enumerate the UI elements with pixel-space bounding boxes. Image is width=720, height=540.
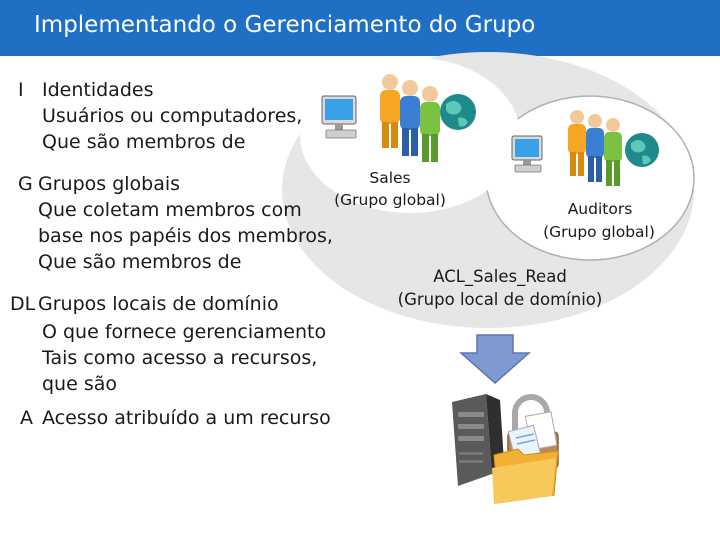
title-bar: Implementando o Gerenciamento do Grupo: [0, 0, 720, 56]
list-letter: I: [18, 79, 24, 101]
list-heading: Grupos locais de domínio: [38, 293, 279, 315]
down-arrow-icon: [459, 334, 531, 385]
auditors-group-name: Auditors: [567, 200, 633, 218]
acl-group-type: (Grupo local de domínio): [397, 290, 603, 309]
list-line: Que são membros de: [42, 131, 246, 153]
folder-icon: [492, 411, 559, 504]
list-line: Que são membros de: [38, 251, 242, 273]
list-heading: Identidades: [42, 79, 154, 101]
person-icon: [400, 80, 420, 156]
list-line: Que coletam membros com: [38, 199, 302, 221]
list-letter: DL: [10, 293, 36, 315]
list-line: que são: [42, 373, 117, 395]
list-line: base nos papéis dos membros,: [38, 225, 333, 247]
list-heading: Grupos globais: [38, 173, 181, 195]
list-heading: Acesso atribuído a um recurso: [42, 407, 331, 429]
person-icon: [568, 110, 586, 176]
sales-group-name: Sales: [369, 169, 411, 187]
acl-group-name: ACL_Sales_Read: [433, 267, 567, 286]
globe-icon: [440, 94, 476, 130]
list-line: Usuários ou computadores,: [42, 105, 303, 127]
list-line: O que fornece gerenciamento: [42, 321, 327, 343]
computer-icon: [511, 135, 543, 173]
auditors-group-type: (Grupo global): [543, 223, 655, 241]
globe-icon: [625, 133, 659, 167]
person-icon: [604, 118, 622, 186]
person-icon: [586, 114, 604, 182]
slide-title: Implementando o Gerenciamento do Grupo: [34, 12, 536, 38]
server-icon: [452, 394, 505, 486]
sales-group-type: (Grupo global): [334, 191, 446, 209]
person-icon: [420, 86, 440, 162]
person-icon: [380, 74, 400, 148]
list-letter: A: [20, 407, 33, 429]
list-letter: G: [18, 173, 33, 195]
computer-icon: [321, 95, 357, 139]
list-line: Tais como acesso a recursos,: [42, 347, 318, 369]
